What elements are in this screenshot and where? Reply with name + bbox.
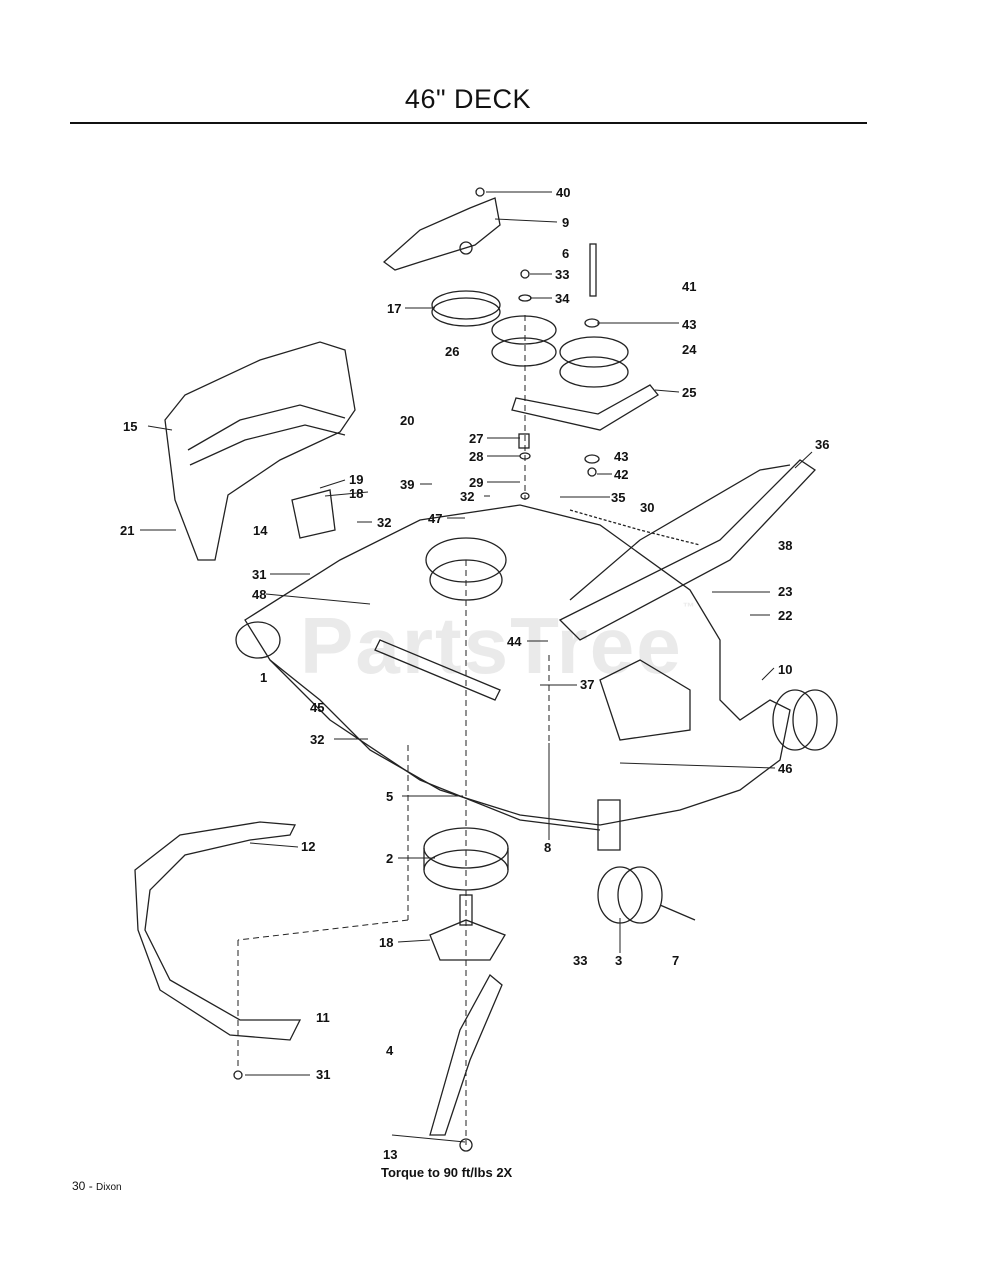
callout-34[interactable]: 34: [555, 291, 570, 306]
pulley-26-shape: [491, 315, 557, 345]
callout-44[interactable]: 44: [507, 634, 522, 649]
leader-lines: [140, 191, 813, 1143]
page-footer: 30 - Dixon: [72, 1179, 122, 1193]
watermark: PartsTree™: [300, 600, 697, 690]
callout-3[interactable]: 3: [615, 953, 623, 968]
callout-19[interactable]: 19: [349, 472, 364, 487]
title-rule: [70, 122, 867, 124]
callout-40[interactable]: 40: [556, 185, 571, 200]
callout-45[interactable]: 45: [310, 700, 325, 715]
callout-2[interactable]: 2: [386, 851, 394, 866]
callout-35[interactable]: 35: [611, 490, 626, 505]
callout-32[interactable]: 32: [460, 489, 475, 504]
deck-shell-shape: [244, 504, 791, 826]
callout-4[interactable]: 4: [386, 1043, 394, 1058]
callout-10[interactable]: 10: [778, 662, 793, 677]
callout-12[interactable]: 12: [301, 839, 316, 854]
pulley-17-shape: [431, 290, 501, 320]
gauge-wheel-10: [792, 689, 838, 751]
torque-note: Torque to 90 ft/lbs 2X: [381, 1165, 513, 1180]
callout-15[interactable]: 15: [123, 419, 138, 434]
belt-guard-shape: [164, 341, 356, 561]
callout-22[interactable]: 22: [778, 608, 793, 623]
caster-wheel-3: [617, 866, 663, 924]
pulley-24-shape: [559, 336, 629, 368]
callout-6[interactable]: 6: [562, 246, 570, 261]
callout-43[interactable]: 43: [682, 317, 697, 332]
callout-41[interactable]: 41: [682, 279, 697, 294]
baffle-shape: [134, 821, 302, 1041]
callout-36[interactable]: 36: [815, 437, 830, 452]
callout-47[interactable]: 47: [428, 511, 443, 526]
footer-brand: Dixon: [96, 1182, 122, 1193]
callout-23[interactable]: 23: [778, 584, 793, 599]
callout-5[interactable]: 5: [386, 789, 394, 804]
callout-27[interactable]: 27: [469, 431, 484, 446]
callout-28[interactable]: 28: [469, 449, 484, 464]
callout-24[interactable]: 24: [682, 342, 697, 357]
callout-26[interactable]: 26: [445, 344, 460, 359]
callout-8[interactable]: 8: [544, 840, 552, 855]
callout-14[interactable]: 14: [253, 523, 268, 538]
callout-7[interactable]: 7: [672, 953, 680, 968]
callout-33[interactable]: 33: [555, 267, 570, 282]
callout-29[interactable]: 29: [469, 475, 484, 490]
callout-31b[interactable]: 31: [316, 1067, 331, 1082]
belt-cover-shape: [382, 197, 501, 271]
page-title: 46" DECK: [404, 84, 532, 114]
callout-17[interactable]: 17: [387, 301, 402, 316]
callout-11[interactable]: 11: [316, 1010, 330, 1025]
callout-13[interactable]: 13: [383, 1147, 398, 1162]
callout-25[interactable]: 25: [682, 385, 697, 400]
callout-48[interactable]: 48: [252, 587, 267, 602]
callout-18b[interactable]: 18: [379, 935, 394, 950]
callout-21[interactable]: 21: [120, 523, 135, 538]
callout-1[interactable]: 1: [260, 670, 268, 685]
callout-30[interactable]: 30: [640, 500, 655, 515]
callout-20[interactable]: 20: [400, 413, 415, 428]
callout-37[interactable]: 37: [580, 677, 595, 692]
belt-shape: [558, 459, 817, 641]
callout-33b[interactable]: 33: [573, 953, 588, 968]
assembly-dashes: [237, 315, 550, 1145]
callout-9[interactable]: 9: [562, 215, 570, 230]
spindle-shape: [429, 919, 506, 961]
blade-shape: [429, 973, 503, 1136]
callout-43b[interactable]: 43: [614, 449, 629, 464]
callout-18[interactable]: 18: [349, 486, 364, 501]
callout-32c[interactable]: 32: [310, 732, 325, 747]
callout-31[interactable]: 31: [252, 567, 267, 582]
callout-39[interactable]: 39: [400, 477, 415, 492]
callout-46[interactable]: 46: [778, 761, 793, 776]
callout-32b[interactable]: 32: [377, 515, 392, 530]
callout-42[interactable]: 42: [614, 467, 629, 482]
callout-38[interactable]: 38: [778, 538, 793, 553]
page-number: 30: [72, 1179, 86, 1193]
idler-arm-shape: [511, 384, 659, 431]
